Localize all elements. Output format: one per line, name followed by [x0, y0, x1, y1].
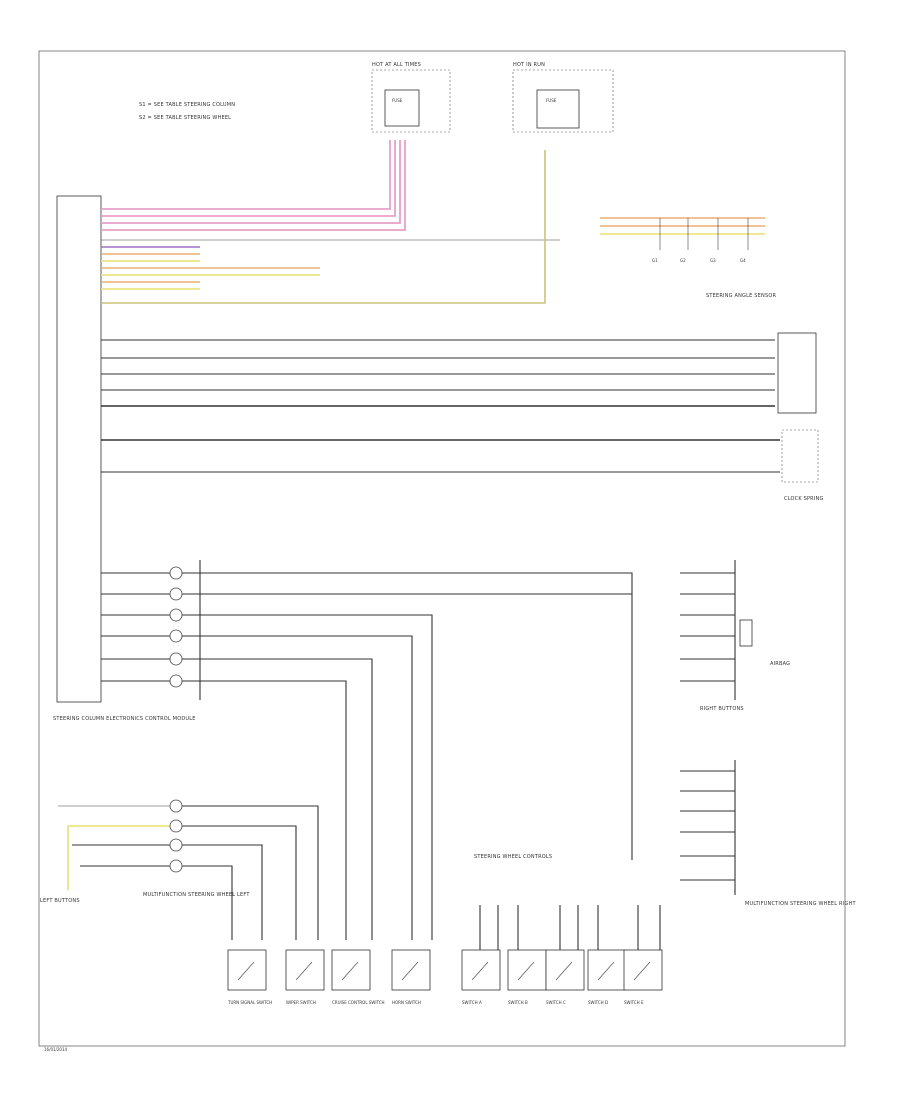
power-wires [101, 140, 560, 304]
fuse-box-right: HOT IN RUN FUSE [512, 62, 614, 133]
connector-5 [169, 652, 183, 666]
horn-switch: HORN SWITCH [391, 949, 431, 1005]
lower-connectors: LEFT BUTTONS MULTIFUNCTION STEERING WHEE… [40, 799, 319, 940]
clock-spring-label: CLOCK SPRING [784, 496, 824, 502]
steering-angle-sensor [777, 332, 817, 414]
horn-switch-label: HORN SWITCH [392, 1000, 421, 1005]
ground-g1-label: G1 [652, 258, 658, 263]
steering-controls-label: STEERING WHEEL CONTROLS [474, 854, 552, 860]
connector-6 [169, 674, 183, 688]
cruise-control-switch: CRUISE CONTROL SWITCH [331, 949, 385, 1005]
ground-g3-label: G3 [710, 258, 716, 263]
fuse-box-right-label: HOT IN RUN [513, 62, 545, 68]
multifunction-right-label: MULTIFUNCTION STEERING WHEEL RIGHT [745, 901, 856, 907]
switch-a: SWITCH A [461, 949, 501, 1005]
ground-wires: G1 G2 G3 G4 [600, 217, 765, 263]
switch-c: SWITCH C [545, 949, 585, 1005]
ground-g2-label: G2 [680, 258, 686, 263]
connector-3 [169, 608, 183, 622]
switch-b: SWITCH B [507, 949, 547, 1005]
fuse-right-label: FUSE [546, 98, 557, 103]
right-switch-group-upper: RIGHT BUTTONS AIRBAG [680, 560, 790, 712]
legend: S1 = SEE TABLE STEERING COLUMN S2 = SEE … [139, 102, 235, 121]
switch-b-label: SWITCH B [508, 1000, 528, 1005]
connector-2 [169, 587, 183, 601]
bus-wires: STEERING ANGLE SENSOR CLOCK SPRING [101, 293, 824, 502]
right-switch-group-lower: MULTIFUNCTION STEERING WHEEL RIGHT [680, 760, 856, 907]
page-number: 16/01/2014 [44, 1047, 68, 1052]
ground-g4-label: G4 [740, 258, 746, 263]
switch-e-label: SWITCH E [624, 1000, 644, 1005]
wiper-switch: WIPER SWITCH [285, 949, 325, 1005]
switch-e: SWITCH E [623, 949, 663, 1005]
connector-column [169, 566, 183, 688]
fuse-left-label: FUSE [392, 98, 403, 103]
right-buttons-label: RIGHT BUTTONS [700, 706, 744, 712]
left-buttons-label: LEFT BUTTONS [40, 898, 80, 904]
switch-c-label: SWITCH C [546, 1000, 566, 1005]
steering-angle-sensor-label: STEERING ANGLE SENSOR [706, 293, 776, 299]
switch-d-label: SWITCH D [588, 1000, 608, 1005]
bottom-switches: TURN SIGNAL SWITCH WIPER SWITCH CRUISE CON… [227, 905, 663, 1005]
control-module-label: STEERING COLUMN ELECTRONICS CONTROL MODU… [53, 716, 196, 722]
cruise-control-switch-label: CRUISE CONTROL SWITCH [332, 1000, 385, 1005]
diagram-frame [38, 50, 846, 1047]
multifunction-left-label: MULTIFUNCTION STEERING WHEEL LEFT [143, 892, 250, 898]
clock-spring [781, 429, 819, 483]
control-module: STEERING COLUMN ELECTRONICS CONTROL MODU… [53, 195, 196, 722]
turn-signal-switch: TURN SIGNAL SWITCH [227, 949, 272, 1005]
legend-item-1: S1 = SEE TABLE STEERING COLUMN [139, 102, 235, 108]
airbag-label: AIRBAG [770, 661, 790, 667]
legend-item-2: S2 = SEE TABLE STEERING WHEEL [139, 115, 231, 121]
connector-4 [169, 629, 183, 643]
wiper-switch-label: WIPER SWITCH [286, 1000, 316, 1005]
turn-signal-switch-label: TURN SIGNAL SWITCH [227, 1000, 272, 1005]
switch-d: SWITCH D [587, 949, 627, 1005]
fuse-box-left-label: HOT AT ALL TIMES [372, 62, 421, 68]
switch-wires [101, 560, 633, 940]
fuse-box-left: HOT AT ALL TIMES FUSE [371, 62, 451, 133]
connector-1 [169, 566, 183, 580]
switch-a-label: SWITCH A [462, 1000, 482, 1005]
